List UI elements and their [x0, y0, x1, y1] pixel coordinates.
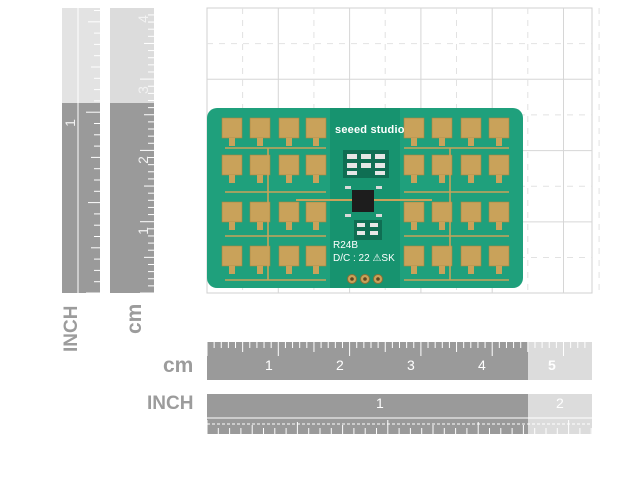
pad-feed — [286, 138, 292, 146]
antenna-pad — [488, 117, 510, 139]
h-cm-number: 5 — [548, 357, 556, 373]
pcb-model-label: R24B — [333, 240, 359, 251]
antenna-pad — [460, 245, 482, 267]
h-cm-number: 2 — [336, 357, 344, 373]
antenna-pad — [221, 154, 243, 176]
h-inch-number: 2 — [556, 395, 564, 411]
antenna-pad — [249, 154, 271, 176]
header-pins — [347, 274, 383, 284]
pad-feed — [439, 222, 445, 230]
antenna-traces — [225, 147, 509, 281]
antenna-pad — [431, 245, 453, 267]
pad-feed — [313, 138, 319, 146]
pad-feed — [411, 266, 417, 274]
radar-module-pcb — [207, 108, 523, 288]
pad-feed — [313, 222, 319, 230]
h-inch-number: 1 — [376, 395, 384, 411]
pad-feed — [257, 138, 263, 146]
pad-feed — [439, 138, 445, 146]
pad-feed — [468, 138, 474, 146]
h-cm-number: 1 — [265, 357, 273, 373]
antenna-pad — [278, 117, 300, 139]
pad-feed — [439, 175, 445, 183]
antenna-pad — [305, 117, 327, 139]
antenna-pad — [460, 201, 482, 223]
antenna-pad — [403, 117, 425, 139]
pad-feed — [496, 222, 502, 230]
pad-feed — [496, 138, 502, 146]
pad-feed — [257, 266, 263, 274]
antenna-pad — [488, 154, 510, 176]
pad-feed — [411, 138, 417, 146]
antenna-pad — [249, 117, 271, 139]
antenna-pad — [431, 154, 453, 176]
pad-feed — [229, 222, 235, 230]
antenna-pad — [460, 154, 482, 176]
v-inch-number: 1 — [61, 119, 78, 127]
antenna-pad — [431, 201, 453, 223]
vertical-cm-unit-label: cm — [123, 303, 146, 334]
antenna-pad — [278, 201, 300, 223]
pad-feed — [411, 175, 417, 183]
v-cm-number: 2 — [134, 156, 151, 164]
pcb-date-code: D/C : 22 ⚠SK — [333, 253, 395, 264]
pad-feed — [229, 175, 235, 183]
pcb-brand-label: seeed studio — [335, 124, 405, 136]
pad-feed — [468, 175, 474, 183]
antenna-pad — [249, 245, 271, 267]
pad-feed — [229, 266, 235, 274]
pad-feed — [313, 266, 319, 274]
pad-feed — [286, 266, 292, 274]
antenna-pad — [403, 201, 425, 223]
horizontal-cm-unit-label: cm — [163, 354, 194, 377]
vertical-ruler-ticks — [77, 8, 154, 294]
h-cm-number: 3 — [407, 357, 415, 373]
pad-feed — [286, 222, 292, 230]
horizontal-inch-unit-label: INCH — [147, 393, 194, 414]
vertical-inch-ruler — [62, 8, 100, 293]
antenna-pad — [403, 154, 425, 176]
v-cm-number: 4 — [134, 15, 151, 23]
antenna-pad — [305, 245, 327, 267]
antenna-pad — [460, 117, 482, 139]
antenna-pad — [488, 201, 510, 223]
pad-feed — [257, 222, 263, 230]
antenna-pad — [278, 154, 300, 176]
pad-feed — [229, 138, 235, 146]
radar-chip — [352, 190, 374, 212]
antenna-pad — [488, 245, 510, 267]
antenna-pad-array — [221, 117, 510, 274]
antenna-pad — [221, 245, 243, 267]
h-cm-number: 4 — [478, 357, 486, 373]
pad-feed — [286, 175, 292, 183]
antenna-pad — [403, 245, 425, 267]
pad-feed — [313, 175, 319, 183]
antenna-pad — [249, 201, 271, 223]
antenna-pad — [305, 154, 327, 176]
pad-feed — [411, 222, 417, 230]
antenna-pad — [221, 117, 243, 139]
vertical-inch-unit-label: INCH — [61, 305, 82, 352]
pad-feed — [496, 175, 502, 183]
v-cm-number: 3 — [134, 86, 151, 94]
pad-feed — [439, 266, 445, 274]
smd-components — [343, 150, 389, 240]
pad-feed — [468, 222, 474, 230]
v-cm-number: 1 — [134, 227, 151, 235]
horizontal-ruler-ticks — [206, 342, 592, 434]
horizontal-inch-ruler — [207, 394, 592, 434]
antenna-pad — [278, 245, 300, 267]
antenna-pad — [305, 201, 327, 223]
pad-feed — [468, 266, 474, 274]
antenna-pad — [221, 201, 243, 223]
antenna-pad — [431, 117, 453, 139]
pad-feed — [257, 175, 263, 183]
pad-feed — [496, 266, 502, 274]
